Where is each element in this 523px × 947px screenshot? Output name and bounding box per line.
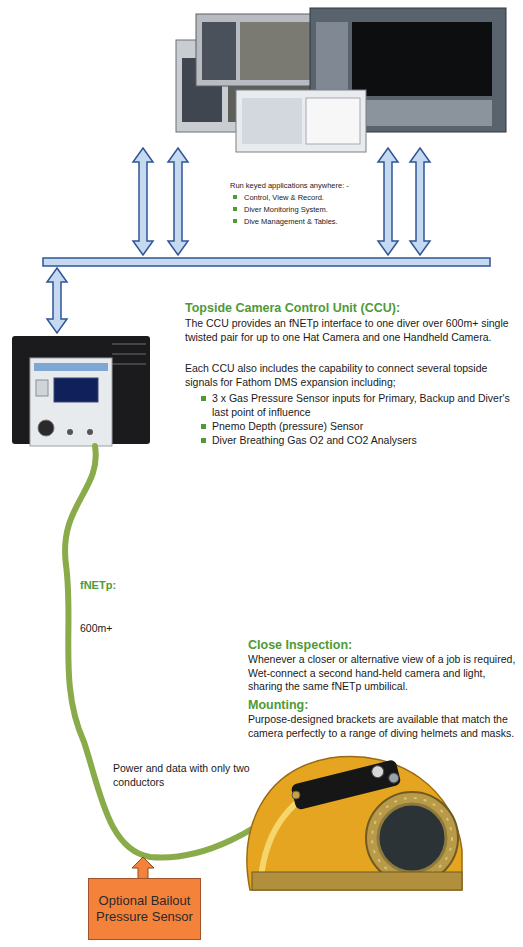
bullet-item: Pnemo Depth (pressure) Sensor [200, 420, 518, 434]
double-arrow [168, 148, 188, 255]
cable-length: 600m+ [80, 622, 150, 636]
body-text: Each CCU also includes the capability to… [185, 362, 517, 389]
body-text: Purpose-designed brackets are available … [248, 713, 520, 740]
heatsink-fin [112, 353, 146, 355]
sensor-arrow [132, 857, 154, 880]
double-arrow [47, 268, 67, 333]
box-text-group: Optional Bailout Pressure Sensor [95, 893, 194, 926]
faceplate-glass [378, 804, 446, 872]
bullet-item: 3 x Gas Pressure Sensor inputs for Prima… [200, 392, 518, 419]
control-knob [38, 420, 54, 436]
software-window [236, 90, 366, 152]
network-bus [43, 258, 490, 266]
double-arrow [410, 148, 430, 255]
camera-lens [388, 772, 400, 784]
helmet-neck-ring [252, 872, 462, 890]
sensor-box: Optional Bailout Pressure Sensor [88, 878, 201, 940]
intro-note: Run keyed applications anywhere: - [230, 180, 430, 192]
ccu-front-panel [30, 358, 112, 446]
panel-switch [36, 380, 48, 396]
bullet-item: Dive Management & Tables. [232, 216, 432, 228]
faceplate-bolts [372, 798, 452, 878]
panel-strip [34, 363, 108, 371]
cable-connector [292, 791, 300, 799]
section-heading: Topside Camera Control Unit (CCU): [185, 300, 520, 316]
monitor-screen [352, 22, 492, 96]
ccu-display [54, 378, 98, 402]
camera-view [240, 22, 320, 80]
window-panel [242, 98, 302, 144]
bullet-item: Control, View & Record. [232, 192, 432, 204]
callout-note: Power and data with only two conductors [113, 762, 263, 789]
body-text: The CCU provides an fNETp interface to o… [185, 317, 517, 344]
heatsink-fin [112, 343, 146, 345]
camera-light [370, 764, 385, 779]
window-panel [202, 22, 236, 80]
connector [67, 429, 73, 435]
heatsink-fin [112, 363, 146, 365]
diving-helmet [247, 757, 462, 890]
bullet-item: Diver Breathing Gas O2 and CO2 Analysers [200, 434, 518, 448]
bullet-item: Diver Monitoring System. [232, 204, 432, 216]
double-arrow [133, 148, 153, 255]
section-heading: Mounting: [248, 697, 518, 713]
connector [87, 429, 93, 435]
cable-name: fNETp: [80, 578, 150, 592]
window-panel [306, 98, 360, 144]
faceplate-ring [366, 792, 458, 884]
double-arrow [378, 148, 398, 255]
section-heading: Close Inspection: [248, 637, 518, 653]
window-panel [352, 100, 492, 126]
body-text: Whenever a closer or alternative view of… [248, 653, 520, 694]
hat-camera [290, 759, 401, 810]
box-label: Optional Bailout Pressure Sensor [95, 893, 194, 926]
software-window [196, 14, 326, 86]
